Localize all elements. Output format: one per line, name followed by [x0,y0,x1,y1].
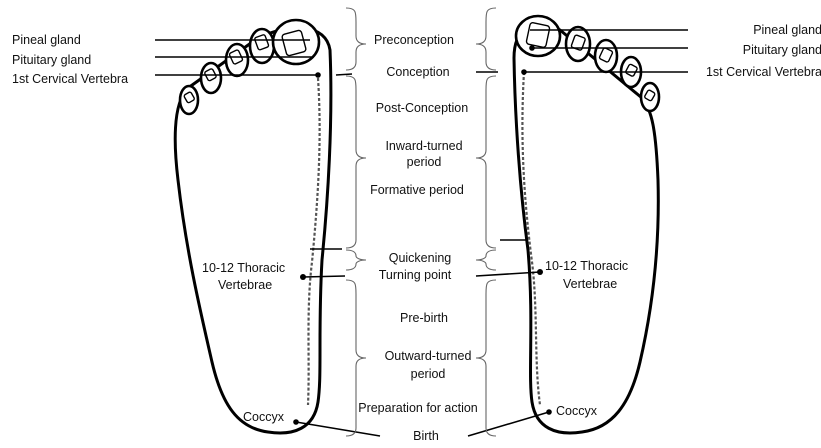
left-brace-group [346,8,366,436]
left-brace-top [346,8,366,70]
stage-outward-turned-line2: period [411,367,446,381]
right-brace-lower [476,280,496,436]
stage-preconception: Preconception [374,33,454,47]
left-pituitary-label: Pituitary gland [12,53,91,67]
stage-formative: Formative period [370,183,464,197]
left-foot [155,20,380,436]
left-thoracic-label-line1: 10-12 Thoracic [202,261,285,275]
stage-inward-turned-line2: period [407,155,442,169]
right-coccyx-label: Coccyx [556,404,598,418]
stage-outward-turned-line1: Outward-turned [385,349,472,363]
right-thoracic-label-line1: 10-12 Thoracic [545,259,628,273]
stage-turning-point: Turning point [379,268,452,282]
right-cervical-label: 1st Cervical Vertebra [706,65,821,79]
left-conception-tick [336,74,352,75]
right-brace-top [476,8,496,70]
left-coccyx-label: Coccyx [243,410,285,424]
right-brace-middle [476,76,496,248]
right-big-toe-nail [526,22,550,48]
left-coccyx-to-birth-line [296,422,380,436]
left-foot-outline [175,28,331,433]
stage-inward-turned-line1: Inward-turned [385,139,462,153]
right-pituitary-label: Pituitary gland [743,43,821,57]
right-pineal-label: Pineal gland [753,23,821,37]
right-brace-quickening [476,250,496,270]
left-brace-quickening [346,250,366,270]
right-foot-outline [514,25,658,433]
right-cervical-dot [521,69,527,75]
stage-pre-birth: Pre-birth [400,311,448,325]
left-thoracic-label-line2: Vertebrae [218,278,272,292]
right-foot [468,16,688,436]
left-brace-middle [346,76,366,248]
stage-post-conception: Post-Conception [376,101,468,115]
stage-quickening: Quickening [389,251,452,265]
left-cervical-label: 1st Cervical Vertebra [12,72,128,86]
left-spine-reflex-line [308,78,320,405]
right-thoracic-label-line2: Vertebrae [563,277,617,291]
stage-conception: Conception [386,65,449,79]
right-pituitary-dot [529,45,535,51]
left-thoracic-to-turning-line [303,276,345,277]
right-coccyx-to-birth-line [468,412,549,436]
stage-preparation-for-action: Preparation for action [358,401,478,415]
left-cervical-dot [315,72,321,78]
stage-birth: Birth [413,429,439,443]
left-pineal-label: Pineal gland [12,33,81,47]
